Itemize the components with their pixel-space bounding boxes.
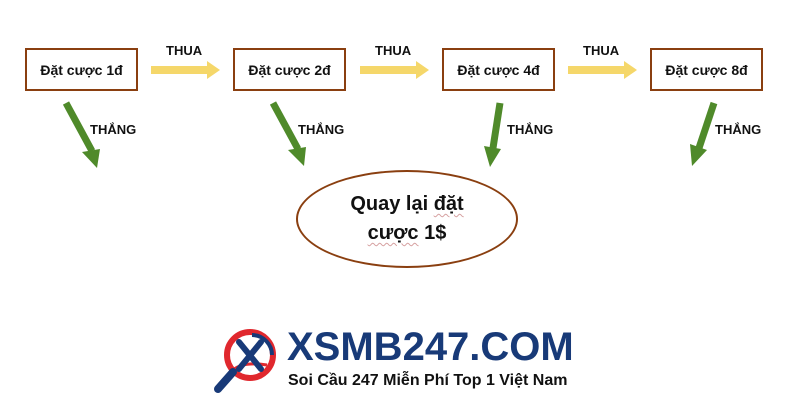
lose-arrow-1 [151, 61, 220, 79]
bet-box-2: Đặt cược 2đ [233, 48, 346, 91]
bet-box-1: Đặt cược 1đ [25, 48, 138, 91]
lose-label-2: THUA [375, 43, 412, 58]
result-line-1: Quay lại đặt [350, 190, 463, 219]
win-arrow-4-head [690, 144, 707, 166]
win-label-2: THẮNG [298, 122, 345, 137]
win-arrow-2-head [288, 147, 306, 166]
result-line-1-word: đặt [433, 193, 464, 215]
lose-arrow-2 [360, 61, 429, 79]
bet-box-4: Đặt cược 8đ [650, 48, 763, 91]
win-arrow-1-head [82, 149, 100, 168]
win-arrow-4-shaft [695, 101, 718, 150]
result-line-2-text: 1$ [418, 222, 447, 244]
win-label-4: THẮNG [715, 122, 762, 137]
bet-box-3: Đặt cược 4đ [442, 48, 555, 91]
win-label-3: THẮNG [507, 122, 554, 137]
result-ellipse: Quay lại đặt cược 1$ [296, 170, 518, 268]
win-arrows [62, 101, 718, 168]
logo-wordmark: XSMB247.COM [287, 325, 574, 369]
lose-arrow-3 [568, 61, 637, 79]
win-arrow-2-shaft [269, 101, 302, 151]
lose-arrows [151, 61, 637, 79]
lose-label-3: THUA [583, 43, 620, 58]
win-arrow-3-shaft [489, 102, 504, 149]
win-arrow-3-head [484, 146, 501, 167]
result-line-2-word: cược [367, 222, 419, 244]
win-label-1: THẮNG [90, 122, 137, 137]
result-line-2: cược 1$ [368, 219, 447, 248]
logo-tagline: Soi Cầu 247 Miễn Phí Top 1 Việt Nam [288, 372, 568, 389]
lose-label-1: THUA [166, 43, 203, 58]
magnifier-logo-icon [214, 329, 276, 393]
result-line-1-text: Quay lại [350, 193, 434, 215]
win-arrow-1-shaft [62, 101, 96, 153]
